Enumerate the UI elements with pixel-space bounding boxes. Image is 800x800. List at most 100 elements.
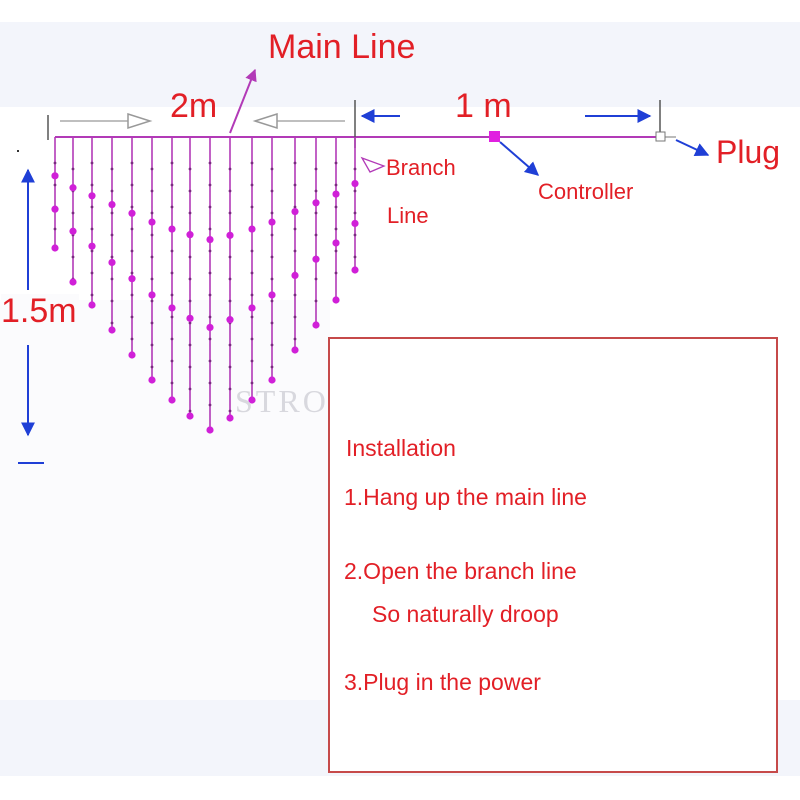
- strand-bulb: [250, 161, 254, 165]
- strand-bulb: [150, 211, 154, 215]
- strand-bulb: [53, 227, 57, 231]
- strand-bulb: [314, 189, 318, 193]
- installation-step-2: 2.Open the branch line: [344, 558, 577, 584]
- led-bead: [69, 227, 77, 235]
- height-label: 1.5m: [1, 292, 79, 330]
- strand-bulb: [293, 293, 297, 297]
- strand-bulb: [150, 365, 154, 369]
- led-bead: [108, 258, 116, 267]
- strand-bulb: [188, 365, 192, 369]
- strand-bulb: [314, 277, 318, 281]
- branch-line-label-2: Line: [387, 203, 429, 228]
- strand-bulb: [53, 161, 57, 165]
- led-bead: [226, 231, 234, 239]
- strand-bulb: [170, 359, 174, 363]
- installation-step-1: 1.Hang up the main line: [344, 484, 587, 510]
- strand-bulb: [110, 233, 114, 237]
- strand-bulb: [334, 227, 338, 231]
- strand-bulb: [293, 315, 297, 319]
- installation-step-3: 3.Plug in the power: [344, 669, 541, 695]
- strand-bulb: [71, 255, 75, 259]
- led-bead: [88, 242, 96, 250]
- led-bead: [312, 199, 320, 207]
- strand-bulb: [170, 337, 174, 341]
- strand-bulb: [90, 227, 94, 231]
- strand-bulb: [250, 293, 254, 297]
- led-bead: [268, 291, 276, 299]
- led-bead: [332, 239, 340, 247]
- strand-bulb: [250, 183, 254, 187]
- width-arrow-right-icon: [60, 112, 153, 130]
- strand-bulb: [188, 255, 192, 259]
- led-bead: [69, 184, 77, 192]
- strand-bulb: [353, 211, 357, 215]
- strand-bulb: [270, 167, 274, 171]
- strand-bulb: [188, 167, 192, 171]
- strand-bulb: [150, 233, 154, 237]
- strand-bulb: [188, 321, 192, 325]
- installation-step-2-continued: So naturally droop: [372, 601, 559, 627]
- background-band-left: [0, 300, 330, 700]
- strand-bulb: [150, 255, 154, 259]
- strand-bulb: [228, 409, 232, 413]
- strand-bulb: [270, 189, 274, 193]
- strand-bulb: [208, 337, 212, 341]
- strand-bulb: [208, 249, 212, 253]
- strand-bulb: [228, 167, 232, 171]
- strand-bulb: [130, 315, 134, 319]
- strand-bulb: [130, 183, 134, 187]
- strand-bulb: [110, 167, 114, 171]
- strand-bulb: [334, 183, 338, 187]
- strand-bulb: [293, 337, 297, 341]
- strand-bulb: [110, 189, 114, 193]
- strand-bulb: [208, 359, 212, 363]
- led-bead: [332, 296, 340, 304]
- strand-bulb: [270, 233, 274, 237]
- strand-bulb: [208, 315, 212, 319]
- strand-bulb: [110, 299, 114, 303]
- strand-bulb: [208, 381, 212, 385]
- strand-bulb: [314, 299, 318, 303]
- strand-bulb: [188, 387, 192, 391]
- led-bead: [186, 412, 194, 420]
- led-bead: [268, 376, 276, 384]
- branch-line-label-1: Branch: [386, 155, 456, 180]
- led-bead: [312, 255, 320, 263]
- led-bead: [128, 275, 136, 283]
- strand-bulb: [170, 183, 174, 187]
- strand-bulb: [270, 321, 274, 325]
- strand-bulb: [170, 161, 174, 165]
- led-bead: [351, 179, 359, 188]
- width-arrow-left-icon: [252, 112, 345, 130]
- strand-bulb: [208, 205, 212, 209]
- strand-bulb: [228, 211, 232, 215]
- strand-bulb: [293, 249, 297, 253]
- led-bead: [206, 323, 214, 332]
- strand-bulb: [90, 161, 94, 165]
- strand-bulb: [228, 189, 232, 193]
- strand-bulb: [150, 167, 154, 171]
- strand-bulb: [208, 293, 212, 297]
- strand-bulb: [353, 255, 357, 259]
- strand-bulb: [353, 167, 357, 171]
- strand-bulb: [110, 211, 114, 215]
- led-bead: [108, 326, 116, 334]
- strand-bulb: [353, 233, 357, 237]
- strand-bulb: [208, 227, 212, 231]
- strand-bulb: [250, 315, 254, 319]
- strand-bulb: [250, 205, 254, 209]
- led-bead: [248, 396, 256, 404]
- strand-bulb: [228, 277, 232, 281]
- strand-bulb: [188, 343, 192, 347]
- strand-bulb: [250, 249, 254, 253]
- led-bead: [248, 304, 256, 312]
- plug-label: Plug: [716, 134, 781, 170]
- strand-bulb: [90, 183, 94, 187]
- strand-bulb: [170, 293, 174, 297]
- strand-bulb: [130, 337, 134, 341]
- led-bead: [88, 301, 96, 309]
- strand-bulb: [270, 343, 274, 347]
- led-bead: [312, 321, 320, 329]
